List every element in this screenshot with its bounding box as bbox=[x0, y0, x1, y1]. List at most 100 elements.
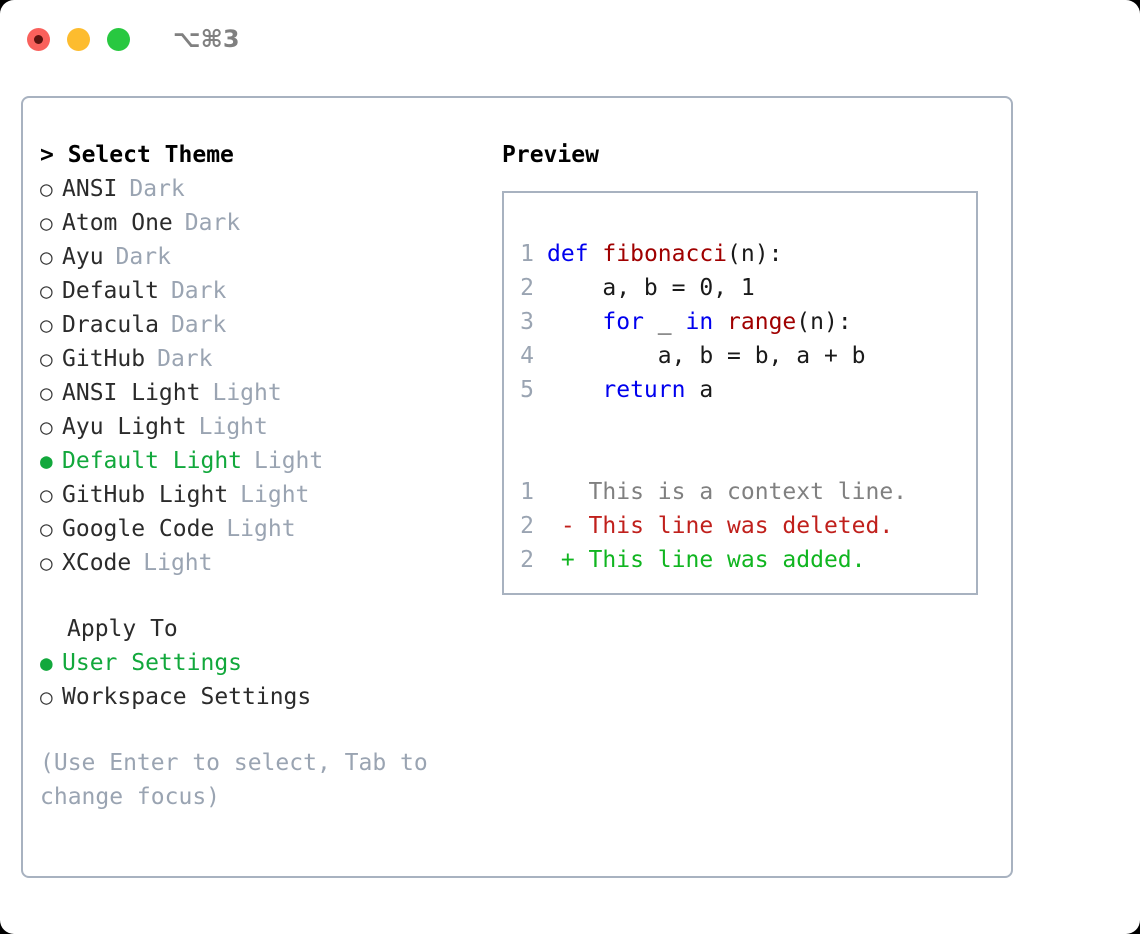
diff-text: This is a context line. bbox=[547, 479, 908, 505]
code-text: for _ in range(n): bbox=[547, 305, 852, 339]
theme-list-item[interactable]: ○ GitHub Dark bbox=[40, 342, 460, 376]
theme-name: Google Code bbox=[62, 516, 215, 542]
theme-list-item[interactable]: ○ Dracula Dark bbox=[40, 308, 460, 342]
main-panel: > Select Theme ○ ANSI Dark ○ Atom One Da… bbox=[21, 96, 1013, 878]
diff-text: + This line was added. bbox=[547, 547, 866, 573]
code-text: a, b = b, a + b bbox=[547, 339, 866, 373]
radio-icon-selected: ● bbox=[40, 651, 53, 675]
theme-list-item[interactable]: ○ GitHub Light Light bbox=[40, 478, 460, 512]
spacer bbox=[40, 580, 460, 612]
theme-list-item[interactable]: ○ Google Code Light bbox=[40, 512, 460, 546]
theme-name: Default Light bbox=[62, 448, 243, 474]
theme-list-item[interactable]: ○ ANSI Light Light bbox=[40, 376, 460, 410]
theme-name: ANSI Light bbox=[62, 380, 201, 406]
token-plain bbox=[547, 377, 602, 403]
apply-to-list: ● User Settings ○ Workspace Settings bbox=[40, 646, 460, 714]
code-sample: 1 def fibonacci(n): 2 a, b = 0, 1 3 for … bbox=[520, 237, 976, 407]
line-number: 2 bbox=[520, 275, 534, 301]
theme-variant-badge: Light bbox=[226, 516, 296, 542]
apply-to-item-user-settings[interactable]: ● User Settings bbox=[40, 646, 460, 680]
theme-variant-badge: Dark bbox=[184, 210, 241, 236]
token-plain bbox=[713, 309, 727, 335]
code-line: 3 for _ in range(n): bbox=[520, 305, 976, 339]
apply-to-item-workspace-settings[interactable]: ○ Workspace Settings bbox=[40, 680, 460, 714]
code-line: 1 def fibonacci(n): bbox=[520, 237, 976, 271]
window-controls bbox=[27, 27, 130, 51]
diff-text: - This line was deleted. bbox=[547, 513, 894, 539]
theme-name: Ayu Light bbox=[62, 414, 187, 440]
theme-name: GitHub Light bbox=[62, 482, 229, 508]
preview-column: Preview 1 def fibonacci(n): 2 a, b = 0, … bbox=[502, 138, 992, 595]
token-plain: (n): bbox=[727, 241, 783, 267]
code-text: a, b = 0, 1 bbox=[547, 271, 754, 305]
theme-variant-badge: Dark bbox=[157, 346, 213, 372]
apply-to-label: User Settings bbox=[62, 650, 243, 676]
token-keyword: in bbox=[685, 309, 714, 335]
preview-panel: 1 def fibonacci(n): 2 a, b = 0, 1 3 for … bbox=[502, 191, 978, 595]
theme-list-item[interactable]: ○ XCode Light bbox=[40, 546, 460, 580]
line-number: 1 bbox=[520, 479, 534, 505]
theme-name: GitHub bbox=[62, 346, 146, 372]
keyboard-shortcut-label: ⌥⌘3 bbox=[173, 25, 240, 53]
diff-sample: 1 This is a context line. 2 - This line … bbox=[520, 475, 976, 577]
radio-icon: ○ bbox=[40, 177, 53, 201]
theme-variant-badge: Dark bbox=[115, 244, 171, 270]
code-text: return a bbox=[547, 373, 713, 407]
theme-list-item[interactable]: ○ Ayu Dark bbox=[40, 240, 460, 274]
radio-icon: ○ bbox=[40, 211, 53, 235]
radio-icon: ○ bbox=[40, 381, 53, 405]
diff-line-added: 2 + This line was added. bbox=[520, 543, 976, 577]
theme-name: ANSI bbox=[62, 176, 118, 202]
radio-icon: ○ bbox=[40, 551, 53, 575]
radio-icon: ○ bbox=[40, 245, 53, 269]
token-function: range bbox=[727, 309, 797, 335]
token-plain: (n): bbox=[796, 309, 852, 335]
code-line: 5 return a bbox=[520, 373, 976, 407]
theme-list-item[interactable]: ○ ANSI Dark bbox=[40, 172, 460, 206]
theme-variant-badge: Dark bbox=[170, 312, 227, 338]
apply-to-label: Workspace Settings bbox=[62, 684, 312, 710]
line-number: 1 bbox=[520, 241, 534, 267]
token-keyword: for bbox=[602, 309, 644, 335]
spacer bbox=[520, 441, 976, 475]
page-title: Select Theme bbox=[67, 142, 234, 168]
line-number: 2 bbox=[520, 547, 534, 573]
line-number: 4 bbox=[520, 343, 534, 369]
theme-variant-badge: Dark bbox=[170, 278, 227, 304]
radio-icon: ○ bbox=[40, 517, 53, 541]
minimize-button[interactable] bbox=[67, 27, 90, 51]
theme-picker-column: > Select Theme ○ ANSI Dark ○ Atom One Da… bbox=[40, 138, 460, 814]
theme-name: Ayu bbox=[62, 244, 104, 270]
zoom-button[interactable] bbox=[107, 27, 130, 51]
radio-icon: ○ bbox=[40, 313, 53, 337]
diff-line-deleted: 2 - This line was deleted. bbox=[520, 509, 976, 543]
token-plain: _ bbox=[643, 309, 686, 335]
apply-to-heading: Apply To bbox=[67, 616, 178, 642]
theme-name: Default bbox=[62, 278, 159, 304]
token-keyword: return bbox=[602, 377, 686, 403]
radio-icon: ○ bbox=[40, 483, 53, 507]
code-line: 4 a, b = b, a + b bbox=[520, 339, 976, 373]
prompt-caret-icon: > bbox=[40, 142, 54, 168]
preview-heading: Preview bbox=[502, 142, 599, 168]
radio-icon: ○ bbox=[40, 279, 53, 303]
radio-icon: ○ bbox=[40, 685, 53, 709]
line-number: 2 bbox=[520, 513, 534, 539]
theme-list-item[interactable]: ○ Ayu Light Light bbox=[40, 410, 460, 444]
theme-list-item-selected[interactable]: ● Default Light Light bbox=[40, 444, 460, 478]
token-keyword: def bbox=[547, 241, 589, 267]
theme-name: Atom One bbox=[62, 210, 173, 236]
title-bar: ⌥⌘3 bbox=[0, 0, 1140, 78]
spacer bbox=[520, 407, 976, 441]
token-plain bbox=[589, 241, 603, 267]
theme-name: Dracula bbox=[62, 312, 159, 338]
theme-variant-badge: Dark bbox=[129, 176, 185, 202]
radio-icon: ○ bbox=[40, 347, 53, 371]
keyboard-hint-text: (Use Enter to select, Tab to change focu… bbox=[40, 750, 428, 810]
close-button[interactable] bbox=[27, 27, 50, 51]
radio-icon: ○ bbox=[40, 415, 53, 439]
theme-list-item[interactable]: ○ Atom One Dark bbox=[40, 206, 460, 240]
theme-list-item[interactable]: ○ Default Dark bbox=[40, 274, 460, 308]
code-line: 2 a, b = 0, 1 bbox=[520, 271, 976, 305]
